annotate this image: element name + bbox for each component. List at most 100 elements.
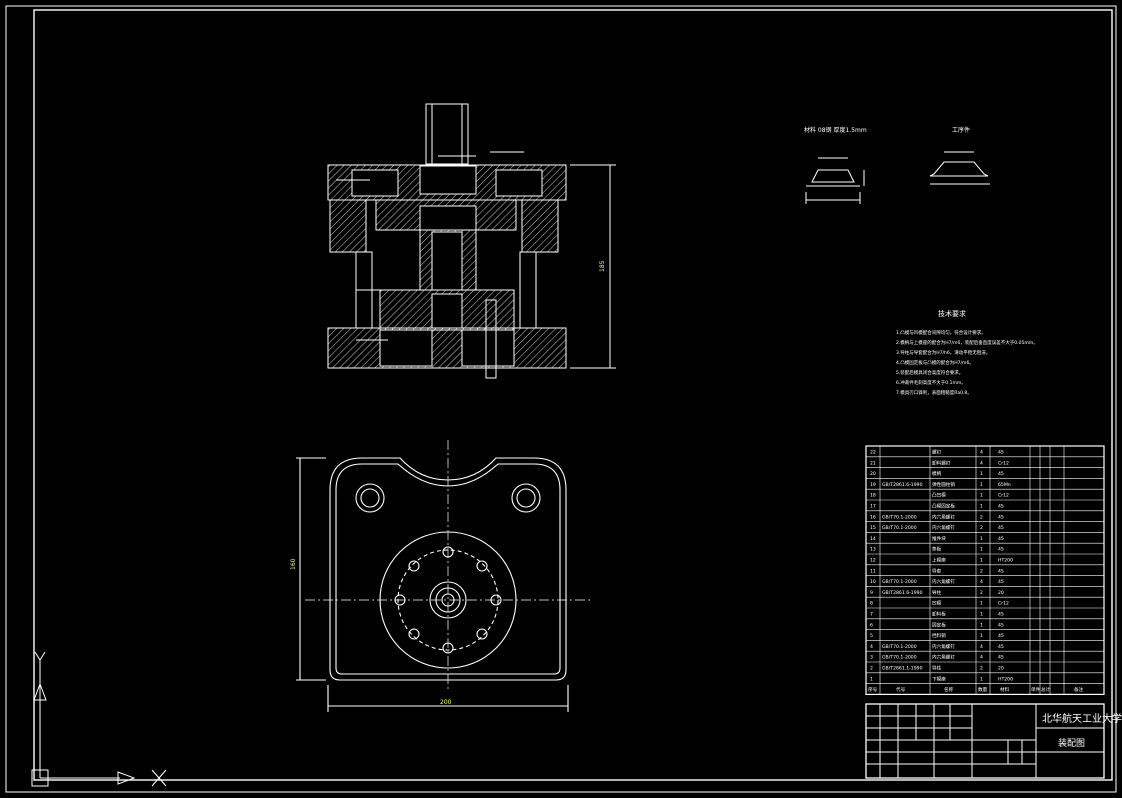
part-name: 下模座 bbox=[932, 675, 946, 682]
part-qty: 4 bbox=[980, 644, 983, 650]
part-no: 20 bbox=[870, 471, 876, 477]
part-code: GB/T70.1-2000 bbox=[882, 655, 917, 661]
part-no: 4 bbox=[870, 644, 873, 650]
part-material: 45 bbox=[998, 622, 1004, 628]
part-no: 8 bbox=[870, 601, 873, 607]
part-name: 固定板 bbox=[932, 621, 946, 628]
part-material: 45 bbox=[998, 504, 1004, 510]
part-no: 1 bbox=[870, 676, 873, 682]
header-total: 总计 bbox=[1041, 686, 1051, 693]
part-no: 16 bbox=[870, 514, 876, 520]
part-no: 17 bbox=[870, 504, 876, 510]
part-name: 凸模固定板 bbox=[932, 503, 955, 510]
part-qty: 1 bbox=[980, 471, 983, 477]
part-qty: 2 bbox=[980, 666, 983, 672]
part-name: 弹性圆柱销 bbox=[932, 481, 955, 488]
part-material: 65Mn bbox=[998, 482, 1011, 488]
part-code: GB/T2861.6-1990 bbox=[882, 590, 923, 596]
ucs-icon bbox=[31, 651, 167, 787]
front-sectional-view: 185 bbox=[327, 103, 616, 379]
part-view-1 bbox=[805, 157, 865, 204]
part-qty: 1 bbox=[980, 536, 983, 542]
tech-req-item: 1.凸模与凹模配合间隙均匀，符合设计要求。 bbox=[896, 329, 986, 336]
part-qty: 4 bbox=[980, 460, 983, 466]
part-name: 导柱 bbox=[932, 589, 942, 596]
part-qty: 2 bbox=[980, 525, 983, 531]
tech-req-item: 4.凸模固定板与凸模的配合为H7/m6。 bbox=[896, 359, 974, 366]
part-material: Cr12 bbox=[998, 460, 1009, 466]
part-name: 内六角螺钉 bbox=[932, 513, 955, 520]
part-qty: 2 bbox=[980, 568, 983, 574]
part-no: 2 bbox=[870, 666, 873, 672]
part-no: 6 bbox=[870, 622, 873, 628]
part-material: 45 bbox=[998, 655, 1004, 661]
part-name: 凹模 bbox=[932, 600, 942, 607]
part-qty: 1 bbox=[980, 493, 983, 499]
header-name: 名称 bbox=[944, 686, 954, 693]
part-name: 凸凹模 bbox=[932, 492, 946, 499]
part-no: 10 bbox=[870, 579, 876, 585]
part-material: 45 bbox=[998, 471, 1004, 477]
part-code: GB/T70.1-2000 bbox=[882, 579, 917, 585]
university-name: 北华航天工业大学 bbox=[1042, 712, 1122, 725]
part-view-label-2: 工序件 bbox=[952, 126, 970, 134]
part-material: 20 bbox=[998, 590, 1004, 596]
part-qty: 1 bbox=[980, 601, 983, 607]
part-name: 推件块 bbox=[932, 535, 946, 542]
part-no: 13 bbox=[870, 547, 876, 553]
part-name: 卸料螺钉 bbox=[932, 459, 951, 466]
part-material: 45 bbox=[998, 514, 1004, 520]
tech-req-item: 5.装配后模具闭合高度符合要求。 bbox=[896, 369, 963, 376]
part-name: 内六角螺钉 bbox=[932, 578, 955, 585]
part-no: 15 bbox=[870, 525, 876, 531]
part-qty: 1 bbox=[980, 622, 983, 628]
part-name: 螺钉 bbox=[932, 449, 942, 456]
part-qty: 2 bbox=[980, 590, 983, 596]
part-material: 45 bbox=[998, 568, 1004, 574]
part-no: 5 bbox=[870, 633, 873, 639]
part-no: 14 bbox=[870, 536, 876, 542]
part-material: Cr12 bbox=[998, 601, 1009, 607]
part-qty: 4 bbox=[980, 450, 983, 456]
part-material: 45 bbox=[998, 547, 1004, 553]
part-view-2 bbox=[929, 151, 990, 185]
tech-req-item: 3.导柱与导套配合为H7/h6，滑动平稳无阻滞。 bbox=[896, 349, 990, 356]
part-name: 导柱 bbox=[932, 665, 942, 672]
part-no: 3 bbox=[870, 655, 873, 661]
part-code: GB/T70.1-2000 bbox=[882, 525, 917, 531]
part-qty: 4 bbox=[980, 579, 983, 585]
part-no: 7 bbox=[870, 612, 873, 618]
part-qty: 1 bbox=[980, 547, 983, 553]
part-material: 45 bbox=[998, 612, 1004, 618]
part-material: 45 bbox=[998, 644, 1004, 650]
part-no: 11 bbox=[870, 568, 876, 574]
part-name: 挡料销 bbox=[932, 632, 946, 639]
svg-text:200: 200 bbox=[440, 699, 452, 706]
part-qty: 1 bbox=[980, 633, 983, 639]
part-material: 45 bbox=[998, 579, 1004, 585]
tech-req-list: 1.凸模与凹模配合间隙均匀，符合设计要求。 2.模柄与上模座的配合为H7/m6，… bbox=[896, 329, 1038, 396]
part-material: Cr12 bbox=[998, 493, 1009, 499]
part-no: 18 bbox=[870, 493, 876, 499]
part-qty: 1 bbox=[980, 482, 983, 488]
part-view-label-1: 材料 08钢 厚度1.5mm bbox=[804, 126, 867, 134]
part-no: 21 bbox=[870, 460, 876, 466]
outer-border bbox=[5, 5, 1117, 793]
part-qty: 1 bbox=[980, 676, 983, 682]
part-qty: 1 bbox=[980, 504, 983, 510]
part-code: GB/T2861.1-1990 bbox=[882, 666, 923, 672]
part-qty: 2 bbox=[980, 514, 983, 520]
header-weight: 单件 bbox=[1031, 686, 1041, 693]
drawing-title: 装配图 bbox=[1058, 737, 1085, 749]
part-material: 45 bbox=[998, 633, 1004, 639]
header-material: 材料 bbox=[1000, 686, 1010, 693]
tech-req-item: 2.模柄与上模座的配合为H7/m6，装配后垂直度误差不大于0.05mm。 bbox=[896, 339, 1038, 346]
part-no: 22 bbox=[870, 450, 876, 456]
tech-req-item: 6.冲裁件毛刺高度不大于0.1mm。 bbox=[896, 379, 966, 386]
part-code: GB/T2861.6-1990 bbox=[882, 482, 923, 488]
part-name: 上模座 bbox=[932, 557, 946, 564]
title-block bbox=[865, 703, 1105, 779]
part-name: 导套 bbox=[932, 567, 942, 574]
tech-req-item: 7.模具刃口锋利，表面粗糙度Ra0.8。 bbox=[896, 389, 972, 396]
